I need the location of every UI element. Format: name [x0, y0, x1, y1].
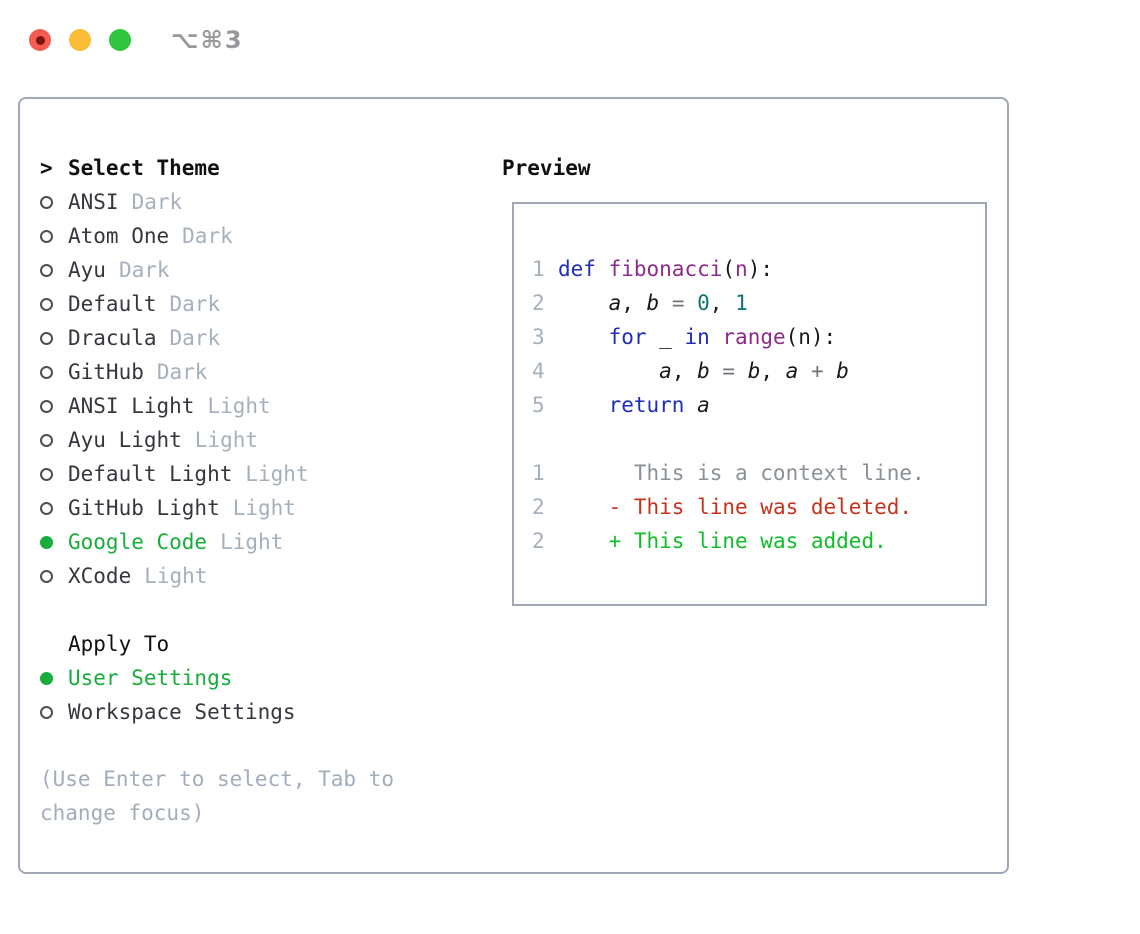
close-button[interactable] [29, 29, 51, 51]
line-number: 2 [532, 495, 545, 519]
radio-icon [40, 501, 68, 515]
radio-icon [40, 569, 68, 583]
line-number: 2 [532, 529, 545, 553]
apply-option-workspace-settings[interactable]: Workspace Settings [40, 695, 472, 729]
radio-icon [40, 433, 68, 447]
radio-icon [40, 535, 68, 549]
theme-name: Dracula [68, 326, 157, 350]
radio-icon [40, 229, 68, 243]
code-line: 3 for _ in range(n): [532, 320, 985, 354]
minimize-button[interactable] [69, 29, 91, 51]
radio-icon [40, 399, 68, 413]
line-number: 2 [532, 291, 545, 315]
theme-name: GitHub Light [68, 496, 220, 520]
theme-name: ANSI Light [68, 394, 195, 418]
theme-variant-badge: Light [220, 530, 284, 554]
select-theme-header: > Select Theme [40, 151, 472, 185]
theme-option-default[interactable]: Default Dark [40, 287, 472, 321]
code-line: 4 a, b = b, a + b [532, 354, 985, 388]
apply-option-user-settings[interactable]: User Settings [40, 661, 472, 695]
theme-name: GitHub [68, 360, 144, 384]
select-theme-title: Select Theme [68, 156, 220, 180]
window-title-shortcut: ⌥⌘3 [171, 26, 244, 54]
theme-variant-badge: Light [245, 462, 309, 486]
radio-icon [40, 467, 68, 481]
theme-variant-badge: Light [207, 394, 271, 418]
theme-option-ayu[interactable]: Ayu Dark [40, 253, 472, 287]
code-line: 5 return a [532, 388, 985, 422]
theme-variant-badge: Light [194, 428, 259, 452]
theme-option-default-light[interactable]: Default Light Light [40, 457, 472, 491]
radio-icon [40, 195, 68, 209]
code-line: 2 - This line was deleted. [532, 490, 985, 524]
line-number: 4 [532, 359, 545, 383]
radio-icon [40, 263, 68, 277]
theme-option-google-code[interactable]: Google Code Light [40, 525, 472, 559]
radio-icon [40, 705, 68, 719]
radio-icon [40, 297, 68, 311]
theme-variant-badge: Dark [156, 360, 208, 384]
focus-caret-icon: > [40, 156, 53, 180]
theme-option-github-light[interactable]: GitHub Light Light [40, 491, 472, 525]
theme-option-ayu-light[interactable]: Ayu Light Light [40, 423, 472, 457]
apply-to-header: Apply To [40, 627, 472, 661]
theme-option-atom-one[interactable]: Atom One Dark [40, 219, 472, 253]
theme-variant-badge: Dark [182, 224, 233, 248]
titlebar: ⌥⌘3 [29, 26, 244, 54]
theme-option-github[interactable]: GitHub Dark [40, 355, 472, 389]
theme-variant-badge: Dark [169, 292, 221, 316]
theme-variant-badge: Light [232, 496, 296, 520]
theme-name: Atom One [68, 224, 170, 248]
theme-name: Default [68, 292, 157, 316]
radio-icon [40, 365, 68, 379]
radio-icon [40, 671, 68, 685]
line-number [532, 422, 558, 456]
hint-text: (Use Enter to select, Tab to change focu… [40, 767, 395, 825]
code-line [532, 422, 985, 456]
theme-variant-badge: Dark [131, 190, 183, 214]
code-line: 2 a, b = 0, 1 [532, 286, 985, 320]
apply-option-label: User Settings [68, 666, 233, 690]
zoom-button[interactable] [109, 29, 131, 51]
theme-variant-badge: Dark [118, 258, 170, 282]
theme-variant-badge: Dark [169, 326, 221, 350]
theme-name: Ayu [68, 258, 106, 282]
code-line: 1 This is a context line. [532, 456, 985, 490]
theme-option-ansi-light[interactable]: ANSI Light Light [40, 389, 472, 423]
line-number: 5 [532, 393, 545, 417]
code-line: 2 + This line was added. [532, 524, 985, 558]
theme-name: ANSI [68, 190, 119, 214]
apply-to-title: Apply To [68, 632, 170, 656]
theme-variant-badge: Light [144, 564, 208, 588]
apply-option-label: Workspace Settings [68, 700, 296, 724]
preview-title: Preview [502, 156, 591, 180]
line-number: 3 [532, 325, 545, 349]
line-number: 1 [532, 461, 545, 485]
theme-name: XCode [68, 564, 132, 588]
theme-option-ansi[interactable]: ANSI Dark [40, 185, 472, 219]
line-number: 1 [532, 257, 545, 281]
theme-name: Ayu Light [68, 428, 182, 452]
theme-option-dracula[interactable]: Dracula Dark [40, 321, 472, 355]
theme-name: Default Light [68, 462, 233, 486]
theme-name: Google Code [68, 530, 208, 554]
radio-icon [40, 331, 68, 345]
close-dot-icon [35, 35, 45, 45]
theme-option-xcode[interactable]: XCode Light [40, 559, 472, 593]
